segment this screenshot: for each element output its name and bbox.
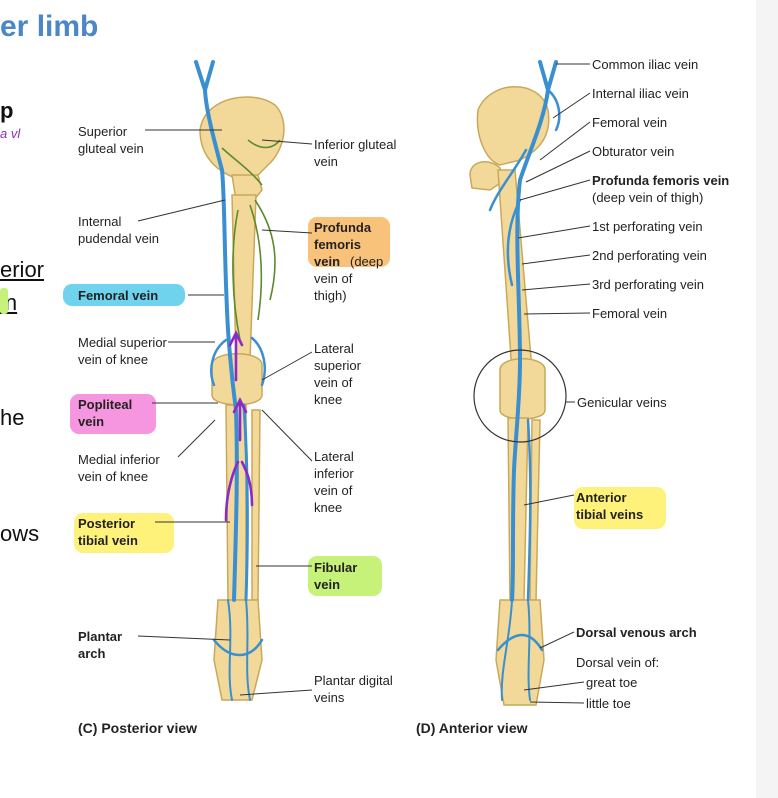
label-femoral-vein: Femoral vein xyxy=(78,288,159,303)
label-posterior-tibial-vein: Posterior tibial vein xyxy=(78,516,138,548)
text-fragment: p xyxy=(0,98,14,123)
label-genicular-veins: Genicular veins xyxy=(577,395,667,410)
label-internal-pudendal-vein: Internal pudendal vein xyxy=(78,214,159,246)
label-profunda-femoris-vein-anterior: Profunda femoris vein xyxy=(592,173,730,188)
highlight-yellow xyxy=(574,487,666,529)
slide-title: er limb xyxy=(0,10,99,43)
label-dorsal-vein-of: Dorsal vein of: xyxy=(576,655,660,670)
label-little-toe: little toe xyxy=(586,696,631,711)
highlight-yellow xyxy=(74,513,174,553)
highlight-cyan xyxy=(63,284,185,306)
caption-posterior-view: (C) Posterior view xyxy=(78,720,198,736)
label-superior-gluteal-vein: Superior gluteal vein xyxy=(78,124,144,156)
label-femoral-vein-low: Femoral vein xyxy=(592,306,668,321)
label-obturator-vein: Obturator vein xyxy=(592,144,675,159)
label-plantar-digital-veins: Plantar digital veins xyxy=(314,673,393,705)
label-fibular-vein: Fibular vein xyxy=(314,560,358,592)
genicular-circle xyxy=(473,349,567,443)
label-popliteal-vein: Popliteal vein xyxy=(78,397,133,429)
label-profunda-paren: (deep xyxy=(350,254,384,269)
label-medial-inferior-vein-of-knee: Medial inferior vein of knee xyxy=(78,452,160,484)
label-plantar-arch: Plantar arch xyxy=(78,629,123,661)
highlight-mark xyxy=(0,288,8,314)
label-internal-iliac-vein: Internal iliac vein xyxy=(592,86,689,101)
handdrawn-arrows xyxy=(224,330,254,522)
label-femoral-vein-top: Femoral vein xyxy=(592,115,668,130)
posterior-leg xyxy=(199,96,285,701)
anterior-leg xyxy=(469,86,550,706)
label-3rd-perforating-vein: 3rd perforating vein xyxy=(592,277,705,292)
label-profunda-paren-2: vein of thigh) xyxy=(314,271,353,303)
label-dorsal-venous-arch: Dorsal venous arch xyxy=(576,625,697,640)
highlight-green xyxy=(308,556,382,596)
label-lateral-superior-vein-of-knee: Lateral superior vein of knee xyxy=(314,341,361,407)
posterior-muscles xyxy=(221,139,281,341)
highlight-pink xyxy=(70,394,156,434)
text-fragment: ows xyxy=(0,521,40,546)
handwritten-note: a vl xyxy=(0,126,21,141)
label-inferior-gluteal-vein: Inferior gluteal vein xyxy=(314,137,397,169)
label-profunda-femoris-vein: Profunda femoris vein xyxy=(314,220,372,269)
label-2nd-perforating-vein: 2nd perforating vein xyxy=(592,248,707,263)
label-1st-perforating-vein: 1st perforating vein xyxy=(592,219,703,234)
scrollbar-track[interactable] xyxy=(756,0,778,798)
label-anterior-tibial-veins: Anterior tibial veins xyxy=(576,490,644,522)
label-great-toe: great toe xyxy=(586,675,638,690)
text-fragment: he xyxy=(0,405,25,430)
label-lateral-inferior-vein-of-knee: Lateral inferior vein of knee xyxy=(314,449,354,515)
label-common-iliac-vein: Common iliac vein xyxy=(592,57,699,72)
label-profunda-sub: (deep vein of thigh) xyxy=(592,190,704,205)
highlight-orange xyxy=(308,217,390,267)
caption-anterior-view: (D) Anterior view xyxy=(416,720,528,736)
posterior-veins xyxy=(194,60,266,701)
label-medial-superior-vein-of-knee: Medial superior vein of knee xyxy=(78,335,167,367)
text-fragment: erior xyxy=(0,257,45,282)
